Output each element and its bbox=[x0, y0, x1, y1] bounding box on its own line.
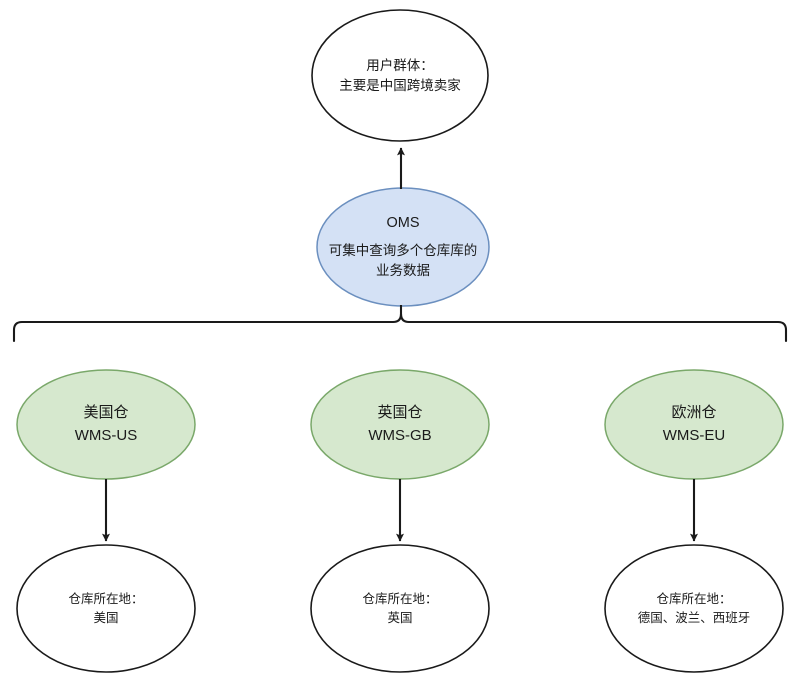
node-loc-us[interactable]: 仓库所在地： 美国 bbox=[17, 545, 195, 672]
node-loc-us-line-2: 美国 bbox=[93, 610, 119, 625]
node-wms-us-line-1: 美国仓 bbox=[83, 404, 129, 421]
node-wms-eu-line-2: WMS-EU bbox=[662, 426, 726, 444]
loc-eu-ellipse-shape bbox=[604, 544, 784, 673]
node-wms-gb[interactable]: 英国仓 WMS-GB bbox=[311, 370, 489, 479]
node-loc-gb-line-2: 英国 bbox=[387, 610, 413, 625]
node-loc-eu-line-2: 德国、波兰、西班牙 bbox=[637, 610, 751, 625]
oms-ellipse-shape bbox=[316, 187, 490, 307]
node-loc-gb[interactable]: 仓库所在地： 英国 bbox=[311, 545, 489, 672]
node-wms-eu[interactable]: 欧洲仓 WMS-EU bbox=[605, 370, 783, 479]
node-loc-eu[interactable]: 仓库所在地： 德国、波兰、西班牙 bbox=[605, 545, 783, 672]
node-oms-title: OMS bbox=[386, 214, 420, 231]
node-users[interactable]: 用户群体： 主要是中国跨境卖家 bbox=[312, 10, 488, 141]
node-wms-us-line-2: WMS-US bbox=[74, 426, 138, 444]
node-oms-desc-line-2: 业务数据 bbox=[376, 262, 430, 278]
node-oms-desc-line-1: 可集中查询多个仓库库的 bbox=[328, 243, 478, 259]
node-wms-gb-line-2: WMS-GB bbox=[368, 426, 432, 444]
node-users-line-1: 用户群体： bbox=[366, 58, 434, 74]
node-wms-us[interactable]: 美国仓 WMS-US bbox=[17, 370, 195, 479]
node-wms-gb-line-1: 英国仓 bbox=[377, 404, 423, 421]
node-loc-gb-line-1: 仓库所在地： bbox=[362, 591, 438, 606]
node-loc-eu-line-1: 仓库所在地： bbox=[656, 591, 732, 606]
node-loc-us-line-1: 仓库所在地： bbox=[68, 591, 144, 606]
loc-gb-ellipse-shape bbox=[310, 544, 490, 673]
node-wms-eu-line-1: 欧洲仓 bbox=[671, 404, 717, 421]
node-users-line-2: 主要是中国跨境卖家 bbox=[339, 77, 461, 93]
edge-oms-to-wms-brace bbox=[12, 313, 788, 343]
loc-us-ellipse-shape bbox=[16, 544, 196, 673]
users-ellipse-shape bbox=[311, 9, 489, 142]
node-oms[interactable]: OMS 可集中查询多个仓库库的 业务数据 bbox=[317, 188, 489, 306]
node-oms-description: 可集中查询多个仓库库的 业务数据 bbox=[329, 241, 478, 280]
